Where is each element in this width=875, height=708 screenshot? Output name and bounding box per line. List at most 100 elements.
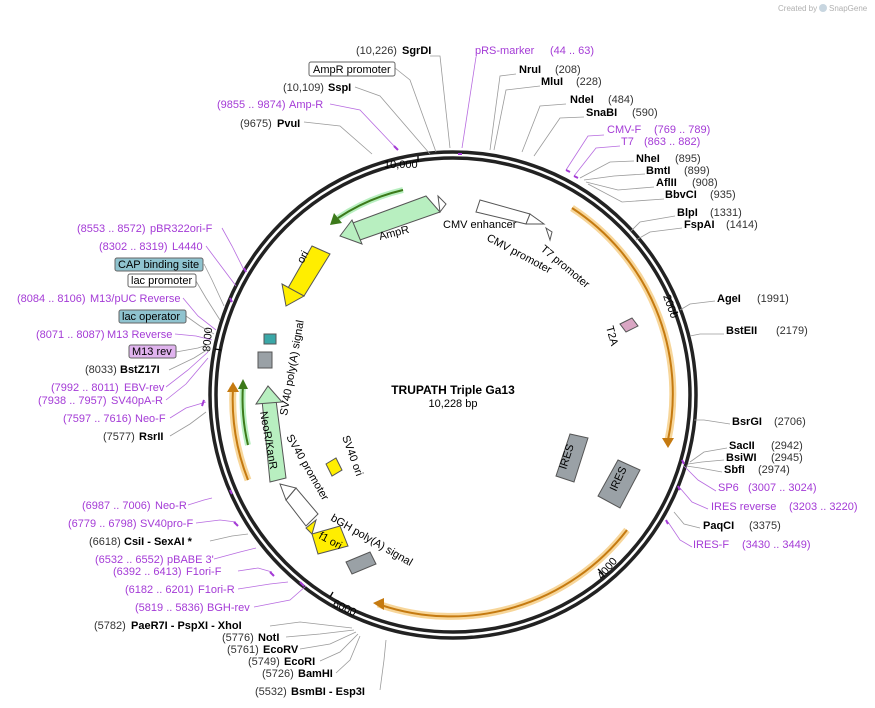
enzyme-label-fspai[interactable]: FspAI	[684, 219, 715, 231]
enzyme-label-csii-sexai[interactable]: CsiI - SexAI *	[124, 536, 193, 548]
feature-ires-1[interactable]: IRES	[555, 433, 589, 483]
label-pos: (5726)	[262, 668, 294, 680]
label-pos: (935)	[710, 189, 736, 201]
label-pos: (44 .. 63)	[550, 45, 594, 57]
primer-label-f1ori-f[interactable]: F1ori-F	[186, 566, 222, 578]
enzyme-label-sbfi[interactable]: SbfI	[724, 464, 745, 476]
enzyme-label-aflii[interactable]: AflII	[656, 177, 677, 189]
primer-label-prs-marker[interactable]: pRS-marker	[475, 45, 535, 57]
primer-label-ires-f[interactable]: IRES-F	[693, 539, 729, 551]
primer-label-t7[interactable]: T7	[621, 136, 634, 148]
enzyme-label-sgrdi[interactable]: SgrDI	[402, 45, 431, 57]
enzyme-label-nrui[interactable]: NruI	[519, 64, 541, 76]
enzyme-label-sspi[interactable]: SspI	[328, 82, 351, 94]
feature-t2a[interactable]: T2A	[603, 317, 639, 348]
feature-box-cap-binding-site[interactable]	[114, 257, 204, 272]
primer-label-l4440[interactable]: L4440	[172, 241, 203, 253]
feature-sv40-ori[interactable]: SV40 ori	[325, 434, 365, 478]
enzyme-label-rsrii[interactable]: RsrII	[139, 431, 163, 443]
label-pos: (6532 .. 6552)	[95, 554, 164, 566]
primer-label-m13-puc-reverse[interactable]: M13/pUC Reverse	[90, 293, 180, 305]
primer-label-sv40pro-f[interactable]: SV40pro-F	[140, 518, 193, 530]
feature-sv40-promoter[interactable]: SV40 promoter	[279, 433, 331, 527]
enzyme-label-agei[interactable]: AgeI	[717, 293, 741, 305]
primer-label-pbabe-3[interactable]: pBABE 3'	[167, 554, 214, 566]
label-pos: (6779 .. 6798)	[68, 518, 137, 530]
label-pos: (5819 .. 5836)	[135, 602, 204, 614]
feature-box-m13-rev[interactable]	[128, 344, 177, 359]
label-pos: (9675)	[240, 118, 272, 130]
label-pos: (5749)	[248, 656, 280, 668]
label-pos: (1991)	[757, 293, 789, 305]
primer-label-cmv-f[interactable]: CMV-F	[607, 124, 642, 136]
primer-label-sv40pa-r[interactable]: SV40pA-R	[111, 395, 163, 407]
feature-box-lac-promoter[interactable]	[127, 273, 197, 288]
enzyme-label-bsmbi-esp3i[interactable]: BsmBI - Esp3I	[291, 686, 365, 698]
enzyme-label-bmti[interactable]: BmtI	[646, 165, 670, 177]
feature-box-ampr-promoter[interactable]	[308, 61, 396, 77]
primer-marks-left	[201, 145, 399, 587]
enzyme-label-mlui[interactable]: MluI	[541, 76, 563, 88]
label-pos: (5776)	[222, 632, 254, 644]
leader-lines-right	[430, 55, 731, 548]
enzyme-label-bstz17i[interactable]: BstZ17I	[120, 364, 160, 376]
primer-label-bgh-rev[interactable]: BGH-rev	[207, 602, 250, 614]
label-pos: (484)	[608, 94, 634, 106]
enzyme-label-bsrgi[interactable]: BsrGI	[732, 416, 762, 428]
enzyme-label-snabi[interactable]: SnaBI	[586, 107, 617, 119]
enzyme-label-paer7i-pspxi-xhoi[interactable]: PaeR7I - PspXI - XhoI	[131, 620, 242, 632]
label-pos: (908)	[692, 177, 718, 189]
label-pos: (5761)	[227, 644, 259, 656]
enzyme-label-ndei[interactable]: NdeI	[570, 94, 594, 106]
enzyme-label-bsiwi[interactable]: BsiWI	[726, 452, 757, 464]
enzyme-label-blpi[interactable]: BlpI	[677, 207, 698, 219]
primer-label-ires-reverse[interactable]: IRES reverse	[711, 501, 776, 513]
label-pos: (6618)	[89, 536, 121, 548]
enzyme-label-sacii[interactable]: SacII	[729, 440, 755, 452]
feature-ires-2[interactable]: IRES	[597, 459, 641, 509]
label-pos: (8553 .. 8572)	[77, 223, 146, 235]
enzyme-label-paqci[interactable]: PaqCI	[703, 520, 734, 532]
enzyme-label-ecorv[interactable]: EcoRV	[263, 644, 299, 656]
label-pos: (8071 .. 8087)	[36, 329, 105, 341]
primer-label-f1ori-r[interactable]: F1ori-R	[198, 584, 235, 596]
label-pos: (863 .. 882)	[644, 136, 700, 148]
primer-label-pbr322ori-f[interactable]: pBR322ori-F	[150, 223, 213, 235]
label-pos: (6987 .. 7006)	[82, 500, 151, 512]
feature-ampr[interactable]: AmpR	[339, 194, 447, 245]
primer-label-neo-r[interactable]: Neo-R	[155, 500, 187, 512]
snapgene-logo-icon	[819, 4, 827, 12]
enzyme-label-bamhi[interactable]: BamHI	[298, 668, 333, 680]
label-pos: (10,226)	[356, 45, 397, 57]
enzyme-label-noti[interactable]: NotI	[258, 632, 279, 644]
primer-label-neo-f[interactable]: Neo-F	[135, 413, 166, 425]
feature-label-sv40-polya: SV40 poly(A) signal	[278, 319, 307, 416]
label-pos: (3203 .. 3220)	[789, 501, 858, 513]
feature-label-cap-binding-site: CAP binding site	[118, 259, 199, 271]
label-pos: (8302 .. 8319)	[99, 241, 168, 253]
enzyme-label-pvui[interactable]: PvuI	[277, 118, 300, 130]
label-pos: (1414)	[726, 219, 758, 231]
feature-label-sv40-ori: SV40 ori	[339, 434, 365, 478]
feature-label-lac-promoter: lac promoter	[131, 275, 192, 287]
primer-label-ebv-rev[interactable]: EBV-rev	[124, 382, 165, 394]
ruler-ticks	[214, 156, 679, 598]
feature-f1-ori[interactable]: f1 ori	[305, 518, 349, 555]
labels-right: (10,226) SgrDI pRS-marker (44 .. 63) Nru…	[356, 45, 858, 551]
feature-ori[interactable]: ori	[281, 245, 331, 307]
feature-t7-promoter[interactable]: T7 promoter	[538, 226, 592, 291]
label-pos: (590)	[632, 107, 658, 119]
primer-label-sp6[interactable]: SP6	[718, 482, 739, 494]
enzyme-label-bsteii[interactable]: BstEII	[726, 325, 757, 337]
label-pos: (3007 .. 3024)	[748, 482, 817, 494]
enzyme-label-ecori[interactable]: EcoRI	[284, 656, 315, 668]
primer-label-m13-reverse[interactable]: M13 Reverse	[107, 329, 172, 341]
enzyme-label-bbvci[interactable]: BbvCI	[665, 189, 697, 201]
label-pos: (7597 .. 7616)	[63, 413, 132, 425]
primer-label-amp-r[interactable]: Amp-R	[289, 99, 323, 111]
feature-box-lac-operator[interactable]	[118, 309, 187, 324]
feature-cmv-enhancer[interactable]: CMV enhancer	[443, 199, 546, 231]
enzyme-label-nhei[interactable]: NheI	[636, 153, 660, 165]
label-pos: (3430 .. 3449)	[742, 539, 811, 551]
label-pos: (899)	[684, 165, 710, 177]
